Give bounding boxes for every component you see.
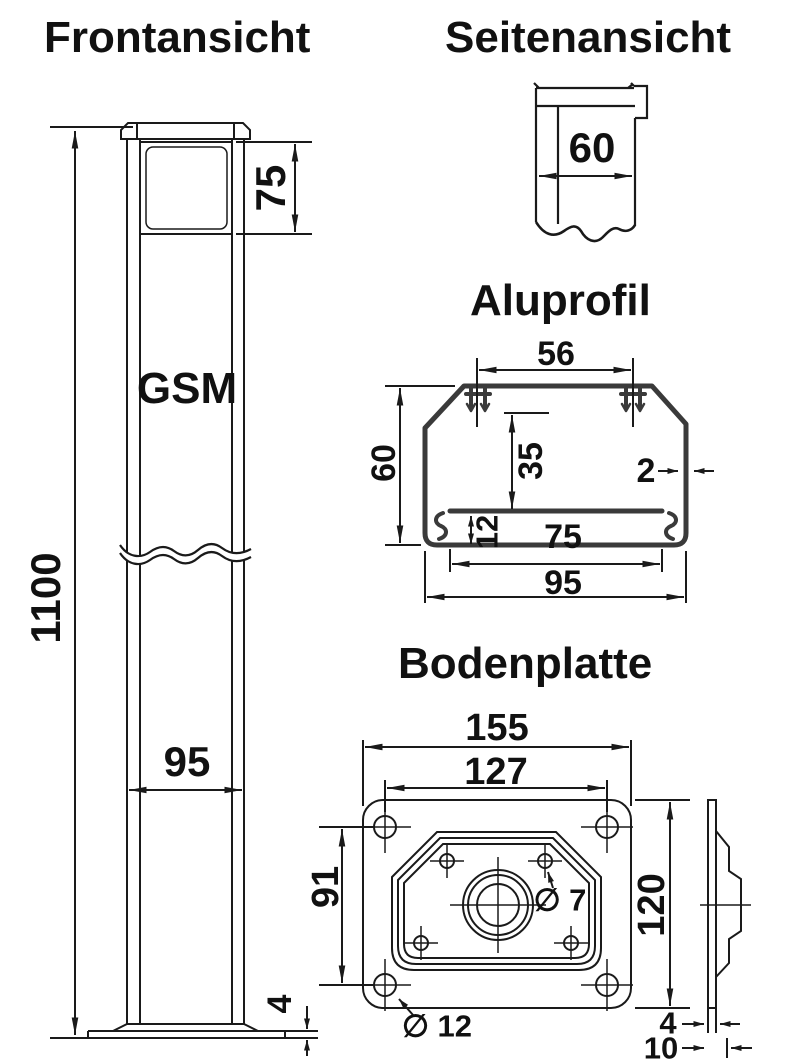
- leader-dia7: [547, 871, 554, 889]
- dim-label-155: 155: [465, 707, 529, 749]
- front-view-dimensions: [50, 126, 312, 1056]
- dim-label-91: 91: [305, 865, 347, 909]
- dim-label-120: 120: [631, 873, 673, 937]
- ext-line: [50, 126, 133, 1039]
- dim-label-95-alu: 95: [544, 564, 582, 602]
- dim-label-56: 56: [537, 335, 575, 373]
- break-wave-bottom: [119, 551, 252, 566]
- post-cap: [120, 122, 251, 140]
- post-foot-plate: [87, 1030, 318, 1039]
- front-view-break: [119, 543, 252, 566]
- front-view-title: Frontansicht: [44, 13, 311, 62]
- ext-line: [424, 551, 687, 603]
- ext-line: [384, 780, 608, 812]
- dim-label-75-front: 75: [247, 164, 294, 212]
- ext-line: [635, 799, 690, 1009]
- ext-line: [362, 740, 632, 806]
- center-hole: [450, 857, 546, 953]
- small-holes: [404, 844, 588, 960]
- profile-bottom-clip-right: [664, 511, 678, 541]
- side-view-post: [533, 82, 649, 243]
- leader-dia12: [398, 998, 414, 1016]
- profile-outline: [422, 383, 689, 548]
- post-foot-seam: [112, 1023, 259, 1032]
- dim-label-127: 127: [464, 751, 528, 793]
- post-window-outer: [139, 141, 233, 235]
- break-wave-top: [119, 543, 252, 558]
- ext-line: [476, 358, 634, 427]
- alu-profile-shape: [422, 383, 689, 548]
- post-cap-ticks: [136, 123, 235, 139]
- dim-label-60-side: 60: [568, 124, 616, 171]
- dim-label-95-front: 95: [163, 738, 211, 785]
- plate-side-body: [707, 799, 717, 1009]
- dim-label-10-plate: 10: [643, 1030, 679, 1059]
- ext-line: [319, 826, 374, 986]
- dim-label-2: 2: [636, 452, 656, 490]
- post-gsm-label: GSM: [136, 364, 238, 413]
- ext-line: [707, 1008, 728, 1058]
- side-view-title: Seitenansicht: [445, 13, 732, 62]
- front-view-post: [87, 122, 318, 1039]
- plate-outline: [362, 799, 632, 1009]
- post-side-lines: [126, 139, 245, 1024]
- side-bar-lines: [534, 106, 637, 226]
- ext-line: [385, 385, 455, 546]
- dim-label-dia7: ∅ 7: [533, 882, 587, 918]
- alu-profile-title: Aluprofil: [470, 276, 651, 325]
- dim-label-dia12: ∅ 12: [401, 1008, 473, 1044]
- baseplate-dimensions: [319, 740, 690, 1016]
- plate-side-emboss: [715, 830, 742, 978]
- profile-top-clip-left: [464, 386, 492, 413]
- side-cap-tab: [630, 82, 649, 120]
- break-band: [120, 544, 251, 565]
- dim-label-1100: 1100: [22, 552, 69, 644]
- dim-label-60-alu: 60: [365, 444, 403, 482]
- dim-label-12: 12: [469, 514, 505, 550]
- emboss-outline: [391, 831, 602, 971]
- baseplate-title: Bodenplatte: [398, 639, 653, 688]
- baseplate-plan: [359, 799, 633, 1011]
- post-window-inner: [145, 146, 228, 230]
- side-cap: [533, 82, 635, 108]
- dim-label-4-plate: 4: [659, 1005, 677, 1041]
- ext-line: [449, 549, 663, 572]
- side-break-wave: [534, 221, 637, 243]
- ext-line: [236, 141, 312, 235]
- alu-profile-dimensions: [385, 358, 714, 603]
- profile-bottom-clip-left: [434, 511, 448, 541]
- baseplate-side: [682, 799, 752, 1058]
- dim-label-35: 35: [512, 442, 550, 480]
- dim-label-4-front: 4: [261, 994, 299, 1014]
- dim-label-75-alu: 75: [544, 518, 582, 556]
